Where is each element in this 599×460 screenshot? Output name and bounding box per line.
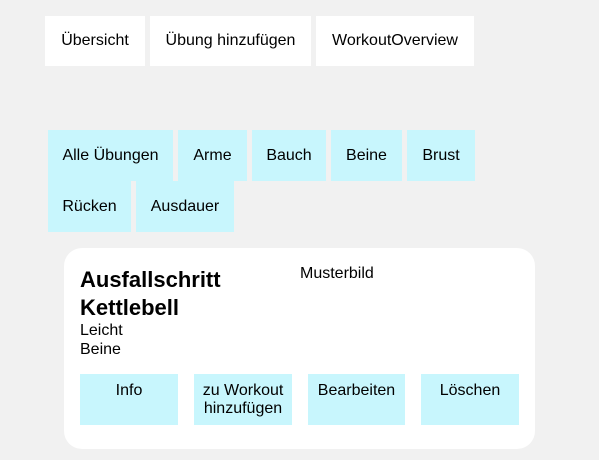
add-to-workout-button-label: zu Workout hinzufügen bbox=[202, 382, 284, 417]
filter-back-label: Rücken bbox=[62, 197, 117, 215]
nav-workout-overview-label: WorkoutOverview bbox=[332, 32, 458, 49]
filter-back-button[interactable]: Rücken bbox=[48, 181, 131, 232]
nav-overview-button[interactable]: Übersicht bbox=[45, 16, 145, 66]
nav-overview-label: Übersicht bbox=[61, 32, 129, 49]
delete-button-label: Löschen bbox=[439, 382, 501, 399]
delete-button[interactable]: Löschen bbox=[421, 374, 519, 425]
filter-arms-label: Arme bbox=[193, 146, 232, 164]
nav-add-exercise-label: Übung hinzufügen bbox=[165, 32, 296, 49]
filter-all-button[interactable]: Alle Übungen bbox=[48, 130, 173, 181]
filter-arms-button[interactable]: Arme bbox=[178, 130, 247, 181]
info-button[interactable]: Info bbox=[80, 374, 178, 425]
filter-chest-button[interactable]: Brust bbox=[407, 130, 475, 181]
exercise-card: Ausfallschritt Kettlebell Musterbild Lei… bbox=[64, 248, 535, 449]
exercise-image-placeholder: Musterbild bbox=[300, 265, 374, 282]
filter-legs-button[interactable]: Beine bbox=[331, 130, 402, 181]
exercise-title: Ausfallschritt Kettlebell bbox=[80, 267, 221, 320]
filter-chest-label: Brust bbox=[422, 146, 460, 164]
add-to-workout-button[interactable]: zu Workout hinzufügen bbox=[194, 374, 292, 425]
info-button-label: Info bbox=[115, 382, 143, 399]
exercise-muscle-group: Beine bbox=[80, 341, 121, 358]
exercise-difficulty: Leicht bbox=[80, 322, 123, 339]
filter-legs-label: Beine bbox=[346, 146, 387, 164]
filter-endurance-label: Ausdauer bbox=[150, 197, 220, 215]
filter-endurance-button[interactable]: Ausdauer bbox=[136, 181, 234, 232]
edit-button-label: Bearbeiten bbox=[317, 382, 396, 399]
filter-abs-label: Bauch bbox=[266, 146, 312, 164]
filter-all-label: Alle Übungen bbox=[62, 146, 159, 164]
nav-workout-overview-button[interactable]: WorkoutOverview bbox=[316, 16, 474, 66]
filter-abs-button[interactable]: Bauch bbox=[252, 130, 326, 181]
nav-add-exercise-button[interactable]: Übung hinzufügen bbox=[150, 16, 311, 66]
edit-button[interactable]: Bearbeiten bbox=[308, 374, 405, 425]
